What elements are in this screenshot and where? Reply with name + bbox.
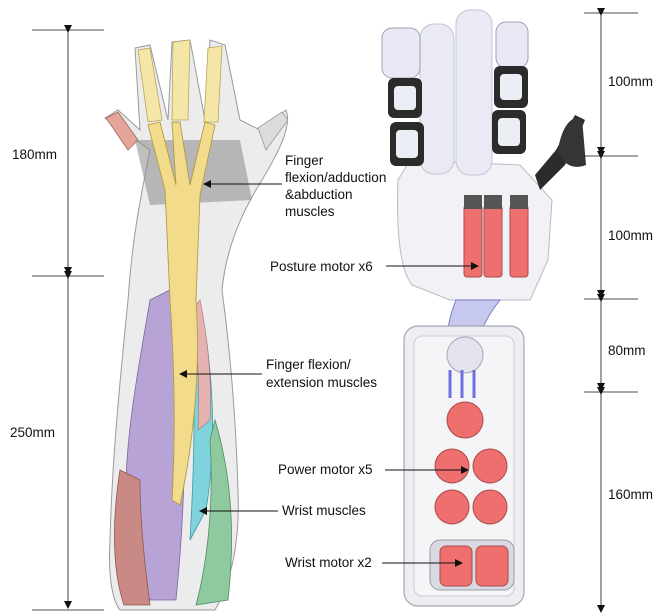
finger-extension-line1: Finger flexion/ xyxy=(266,357,351,372)
dim-80mm-wrist: 80mm xyxy=(608,343,646,358)
wrist-motor-label: Wrist motor x2 xyxy=(285,555,372,570)
finger-flexion-label: Finger flexion/adduction &abduction musc… xyxy=(285,153,386,219)
dim-160mm-forearm: 160mm xyxy=(608,487,653,502)
finger-flexion-line3: &abduction xyxy=(285,187,353,202)
finger-flexion-line4: muscles xyxy=(285,204,335,219)
finger-extension-label: Finger flexion/ extension muscles xyxy=(266,357,377,390)
finger-flexion-line1: Finger xyxy=(285,153,324,168)
power-motor-label: Power motor x5 xyxy=(278,462,373,477)
finger-extension-line2: extension muscles xyxy=(266,375,377,390)
robotic-arm-illustration xyxy=(382,10,638,612)
dim-100mm-fingers: 100mm xyxy=(608,74,653,89)
dim-250mm: 250mm xyxy=(10,425,55,440)
posture-motor-label: Posture motor x6 xyxy=(270,259,373,274)
wrist-muscles-label: Wrist muscles xyxy=(282,503,366,518)
dim-100mm-palm: 100mm xyxy=(608,228,653,243)
anatomical-arm-illustration xyxy=(32,30,288,610)
dim-180mm: 180mm xyxy=(12,147,57,162)
finger-flexion-line2: flexion/adduction xyxy=(285,170,386,185)
